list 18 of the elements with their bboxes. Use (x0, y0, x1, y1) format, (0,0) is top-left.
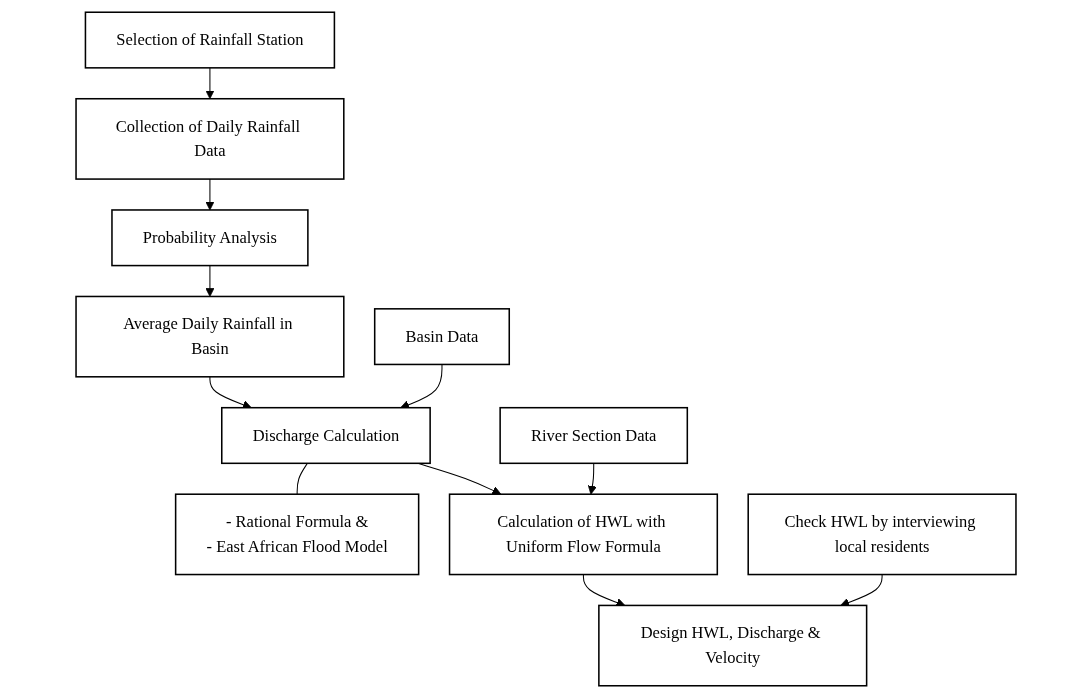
arrow (840, 574, 883, 607)
arrow (205, 265, 215, 297)
node-box: Check HWL by interviewing local residents (747, 493, 1017, 576)
arrow (582, 574, 626, 607)
node-box: Calculation of HWL with Uniform Flow Formula (448, 493, 719, 576)
connector (296, 462, 308, 495)
node-box: Average Daily Rainfall in Basin (75, 295, 345, 378)
node-box: Collection of Daily Rainfall Data (75, 98, 345, 180)
node-box: Discharge Calculation (221, 406, 431, 465)
arrow (587, 462, 597, 495)
arrow (205, 178, 215, 211)
node-box: River Section Data (499, 406, 689, 465)
node-box: - Rational Formula & - East African Flood Model (174, 493, 420, 576)
node-box: Selection of Rainfall Station (84, 11, 336, 69)
node-box: Basin Data (373, 308, 510, 366)
arrow (205, 67, 215, 100)
node-box: Design HWL, Discharge & Velocity (598, 604, 868, 687)
node-box: Probability Analysis (111, 209, 309, 267)
